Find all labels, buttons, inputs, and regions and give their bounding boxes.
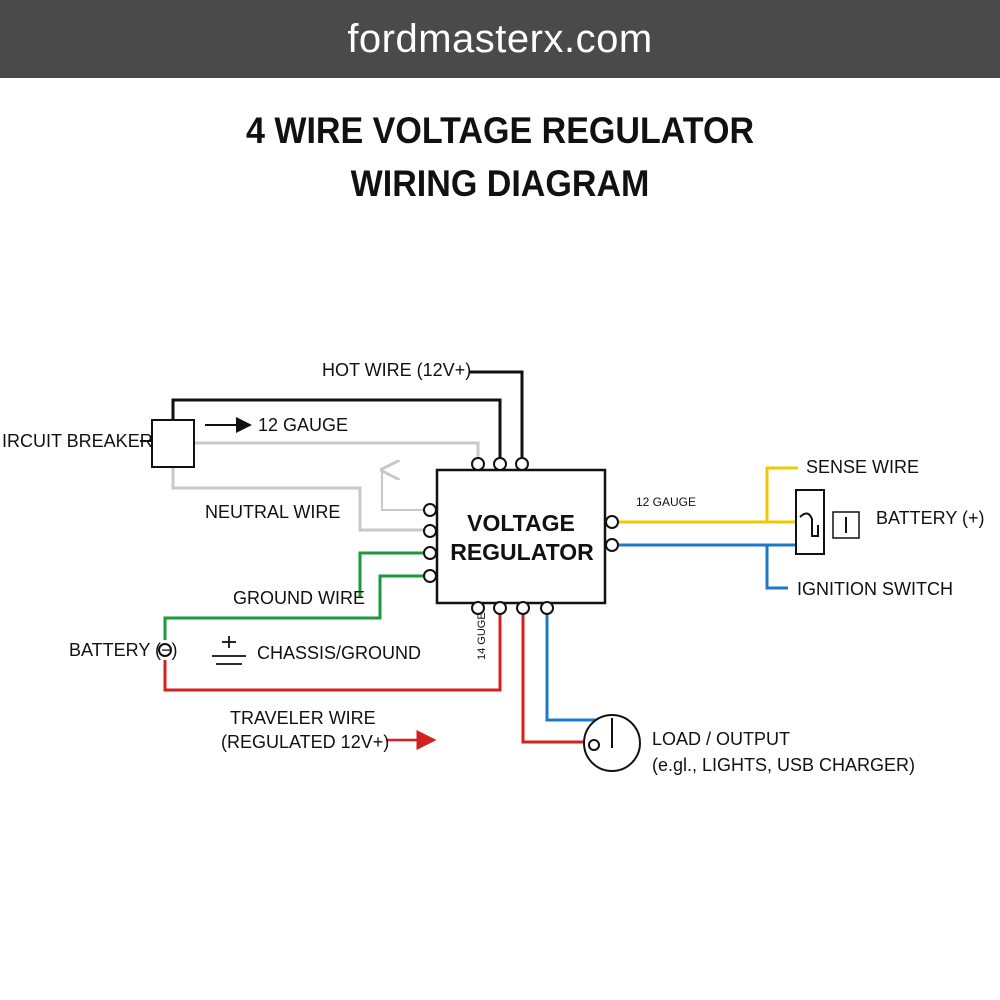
switch-box xyxy=(795,489,825,555)
sense-wire-path-2 xyxy=(765,466,798,522)
chassis-ground-label: CHASSIS/GROUND xyxy=(257,643,421,663)
ground-wire-path-2 xyxy=(163,574,425,640)
battery-neg-terminal xyxy=(158,643,172,657)
terminal-top-3 xyxy=(515,457,529,471)
ignition-switch-label: IGNITION SWITCH xyxy=(797,579,953,599)
site-banner: fordmasterx.com xyxy=(0,0,1000,78)
load-output-label-line1: LOAD / OUTPUT xyxy=(652,729,790,749)
neutral-wire-path xyxy=(195,441,480,458)
diagram-title-line2: WIRING DIAGRAM xyxy=(350,163,650,204)
terminal-top-2 xyxy=(493,457,507,471)
regulator-label-line2: REGULATOR xyxy=(450,539,594,565)
gauge-14-label: 14 GUGE xyxy=(476,612,488,660)
terminal-left-1 xyxy=(423,503,437,517)
battery-pos-label: BATTERY (+) xyxy=(876,508,985,528)
terminal-bottom-3 xyxy=(516,601,530,615)
battery-neg-label: BATTERY (−) xyxy=(69,640,178,660)
ground-wire-label: GROUND WIRE xyxy=(233,588,365,608)
neutral-feed-path xyxy=(382,470,425,511)
terminal-top-1 xyxy=(471,457,485,471)
switch-contact-icon xyxy=(799,512,819,537)
gauge-12-left-label: 12 GAUGE xyxy=(258,415,348,435)
regulator-terminals xyxy=(158,457,619,657)
traveler-wire-label-line1: TRAVELER WIRE xyxy=(230,708,376,728)
terminal-left-2 xyxy=(423,524,437,538)
load-output-label-line2: (e.gl., LIGHTS, USB CHARGER) xyxy=(652,755,915,775)
diagram-title-line1: 4 WIRE VOLTAGE REGULATOR xyxy=(245,110,755,151)
gauge-12-right-label: 12 GAUGE xyxy=(636,495,696,509)
load-red-wire-path xyxy=(521,614,590,744)
traveler-wire-path xyxy=(163,614,502,692)
neutral-wire-path-2 xyxy=(171,466,425,532)
circuit-breaker-box xyxy=(151,419,195,468)
terminal-bottom-4 xyxy=(540,601,554,615)
terminal-bottom-2 xyxy=(493,601,507,615)
load-blue-wire-path xyxy=(545,614,598,722)
ground-symbol-icon xyxy=(212,636,246,665)
load-output-dot xyxy=(588,739,600,751)
terminal-left-3 xyxy=(423,546,437,560)
terminal-left-4 xyxy=(423,569,437,583)
terminal-bottom-1 xyxy=(471,601,485,615)
hot-wire-path-2 xyxy=(470,370,524,458)
hot-wire-path xyxy=(171,398,502,458)
sense-wire-label: SENSE WIRE xyxy=(806,457,919,477)
neutral-wire-label: NEUTRAL WIRE xyxy=(205,502,340,522)
ignition-wire-path-2 xyxy=(765,545,788,590)
regulator-label-line1: VOLTAGE xyxy=(467,510,575,536)
voltage-regulator-box xyxy=(435,468,607,605)
circuit-breaker-label: IRCUIT BREAKER xyxy=(2,431,153,451)
site-name: fordmasterx.com xyxy=(347,16,653,61)
terminal-right-2 xyxy=(605,538,619,552)
ground-wire-path xyxy=(358,551,425,598)
traveler-wire-label-line2: (REGULATED 12V+) xyxy=(221,732,389,752)
hot-wire-label: HOT WIRE (12V+) xyxy=(322,360,471,380)
terminal-right-1 xyxy=(605,515,619,529)
